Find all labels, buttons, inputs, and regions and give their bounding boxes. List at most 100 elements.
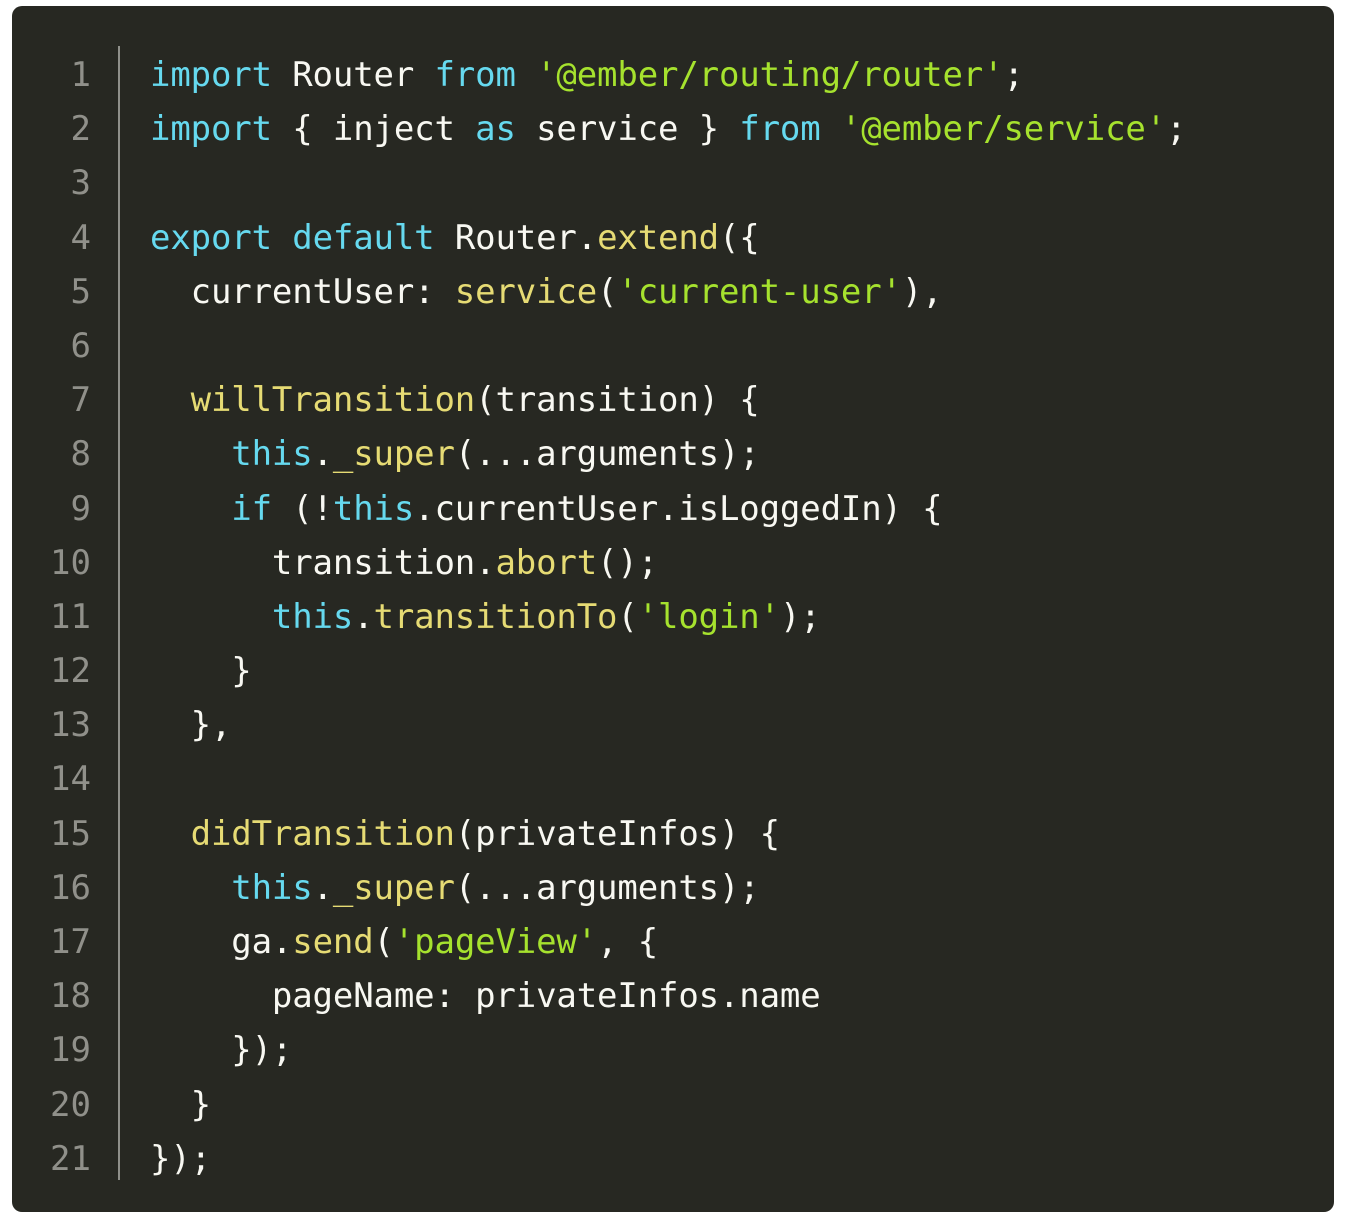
code-line[interactable]: this._super(...arguments); (150, 427, 1324, 481)
code-token: }, (150, 705, 232, 746)
code-token: import (150, 55, 272, 95)
code-token (516, 55, 536, 95)
code-line[interactable]: currentUser: service('current-user'), (150, 265, 1324, 319)
code-token: from (739, 109, 821, 150)
line-number: 15 (50, 813, 91, 854)
code-line[interactable]: pageName: privateInfos.name (150, 969, 1324, 1023)
code-token: ; (1003, 55, 1024, 95)
code-token: pageName: privateInfos.name (150, 976, 821, 1017)
code-token: default (292, 217, 435, 258)
line-number: 12 (50, 651, 91, 692)
code-token: transition. (150, 542, 496, 583)
code-line[interactable]: if (!this.currentUser.isLoggedIn) { (150, 482, 1324, 536)
code-line[interactable]: export default Router.extend({ (150, 211, 1324, 265)
code-line[interactable]: import { inject as service } from '@embe… (150, 102, 1324, 156)
code-line[interactable] (150, 319, 1324, 373)
code-token: import (150, 109, 272, 150)
code-token: ; (1166, 109, 1187, 150)
line-number: 3 (70, 163, 91, 204)
code-line[interactable] (150, 156, 1324, 210)
code-token: }); (150, 1138, 211, 1179)
code-area[interactable]: import Router from '@ember/routing/route… (150, 48, 1324, 1186)
code-token: . (312, 867, 333, 908)
line-number: 13 (50, 705, 91, 746)
code-token: 'pageView' (393, 922, 598, 962)
code-token: (...arguments); (454, 867, 760, 908)
code-line[interactable]: } (150, 1078, 1324, 1132)
code-token: this (231, 434, 313, 475)
code-token (272, 218, 292, 258)
code-token: if (231, 488, 272, 529)
code-line[interactable]: this.transitionTo('login'); (150, 590, 1324, 644)
code-token: .currentUser.isLoggedIn) { (414, 488, 943, 529)
code-token (150, 489, 231, 529)
code-token: ({ (718, 217, 760, 258)
code-token: from (434, 55, 516, 95)
code-token (150, 434, 231, 474)
code-line[interactable]: }); (150, 1023, 1324, 1077)
code-line[interactable]: }); (150, 1132, 1324, 1186)
code-token: { inject (271, 109, 476, 150)
code-token: extend (597, 217, 719, 258)
line-number: 4 (70, 217, 91, 258)
code-token: didTransition (190, 813, 455, 854)
line-number: 7 (70, 380, 91, 421)
code-token: . (353, 596, 374, 637)
code-line[interactable]: import Router from '@ember/routing/route… (150, 48, 1324, 102)
code-token: (...arguments); (454, 434, 760, 475)
code-token: transitionTo (373, 596, 618, 637)
line-number: 8 (70, 434, 91, 475)
code-token: (); (597, 542, 659, 583)
line-number: 11 (50, 596, 91, 637)
line-number: 19 (50, 1030, 91, 1071)
code-token: this (332, 488, 415, 529)
code-token: (! (271, 488, 333, 529)
code-token: } (150, 651, 252, 692)
code-token: '@ember/service' (840, 109, 1167, 150)
code-token (150, 380, 191, 420)
line-number: 17 (50, 922, 91, 962)
code-token: willTransition (190, 380, 476, 421)
code-line[interactable]: willTransition(transition) { (150, 373, 1324, 427)
code-token: ( (617, 596, 638, 637)
code-token: abort (495, 542, 598, 583)
line-number: 21 (50, 1138, 91, 1179)
code-token: export (150, 217, 272, 258)
line-number: 20 (50, 1084, 91, 1125)
code-token: _super (332, 434, 455, 475)
code-token: ga. (150, 922, 293, 962)
code-token (150, 868, 231, 908)
code-line[interactable]: ga.send('pageView', { (150, 915, 1324, 969)
code-token: (privateInfos) { (454, 813, 780, 854)
code-line[interactable]: transition.abort(); (150, 536, 1324, 590)
code-token: currentUser: (150, 271, 455, 312)
code-token: (transition) { (475, 380, 760, 421)
code-line[interactable]: this._super(...arguments); (150, 861, 1324, 915)
code-token: service } (515, 109, 740, 150)
line-number: 16 (50, 867, 91, 908)
code-token: service (454, 271, 598, 312)
code-line[interactable]: } (150, 644, 1324, 698)
code-token: send (292, 922, 374, 962)
code-token (150, 597, 272, 637)
code-line[interactable] (150, 752, 1324, 806)
code-token: ( (597, 271, 618, 312)
code-token: . (312, 434, 333, 475)
line-number: 1 (70, 55, 91, 95)
code-token: '@ember/routing/router' (536, 55, 1004, 95)
code-line[interactable]: didTransition(privateInfos) { (150, 807, 1324, 861)
line-number: 10 (50, 542, 91, 583)
code-token: this (231, 867, 313, 908)
gutter-divider (118, 46, 120, 1180)
code-token: ( (373, 922, 394, 962)
line-number: 18 (50, 976, 91, 1017)
code-token: Router. (434, 217, 598, 258)
code-token: ); (779, 596, 821, 637)
code-token: ), (901, 271, 943, 312)
line-number: 5 (70, 271, 91, 312)
code-line[interactable]: }, (150, 698, 1324, 752)
code-token: , { (597, 922, 659, 962)
code-token: } (150, 1084, 211, 1125)
